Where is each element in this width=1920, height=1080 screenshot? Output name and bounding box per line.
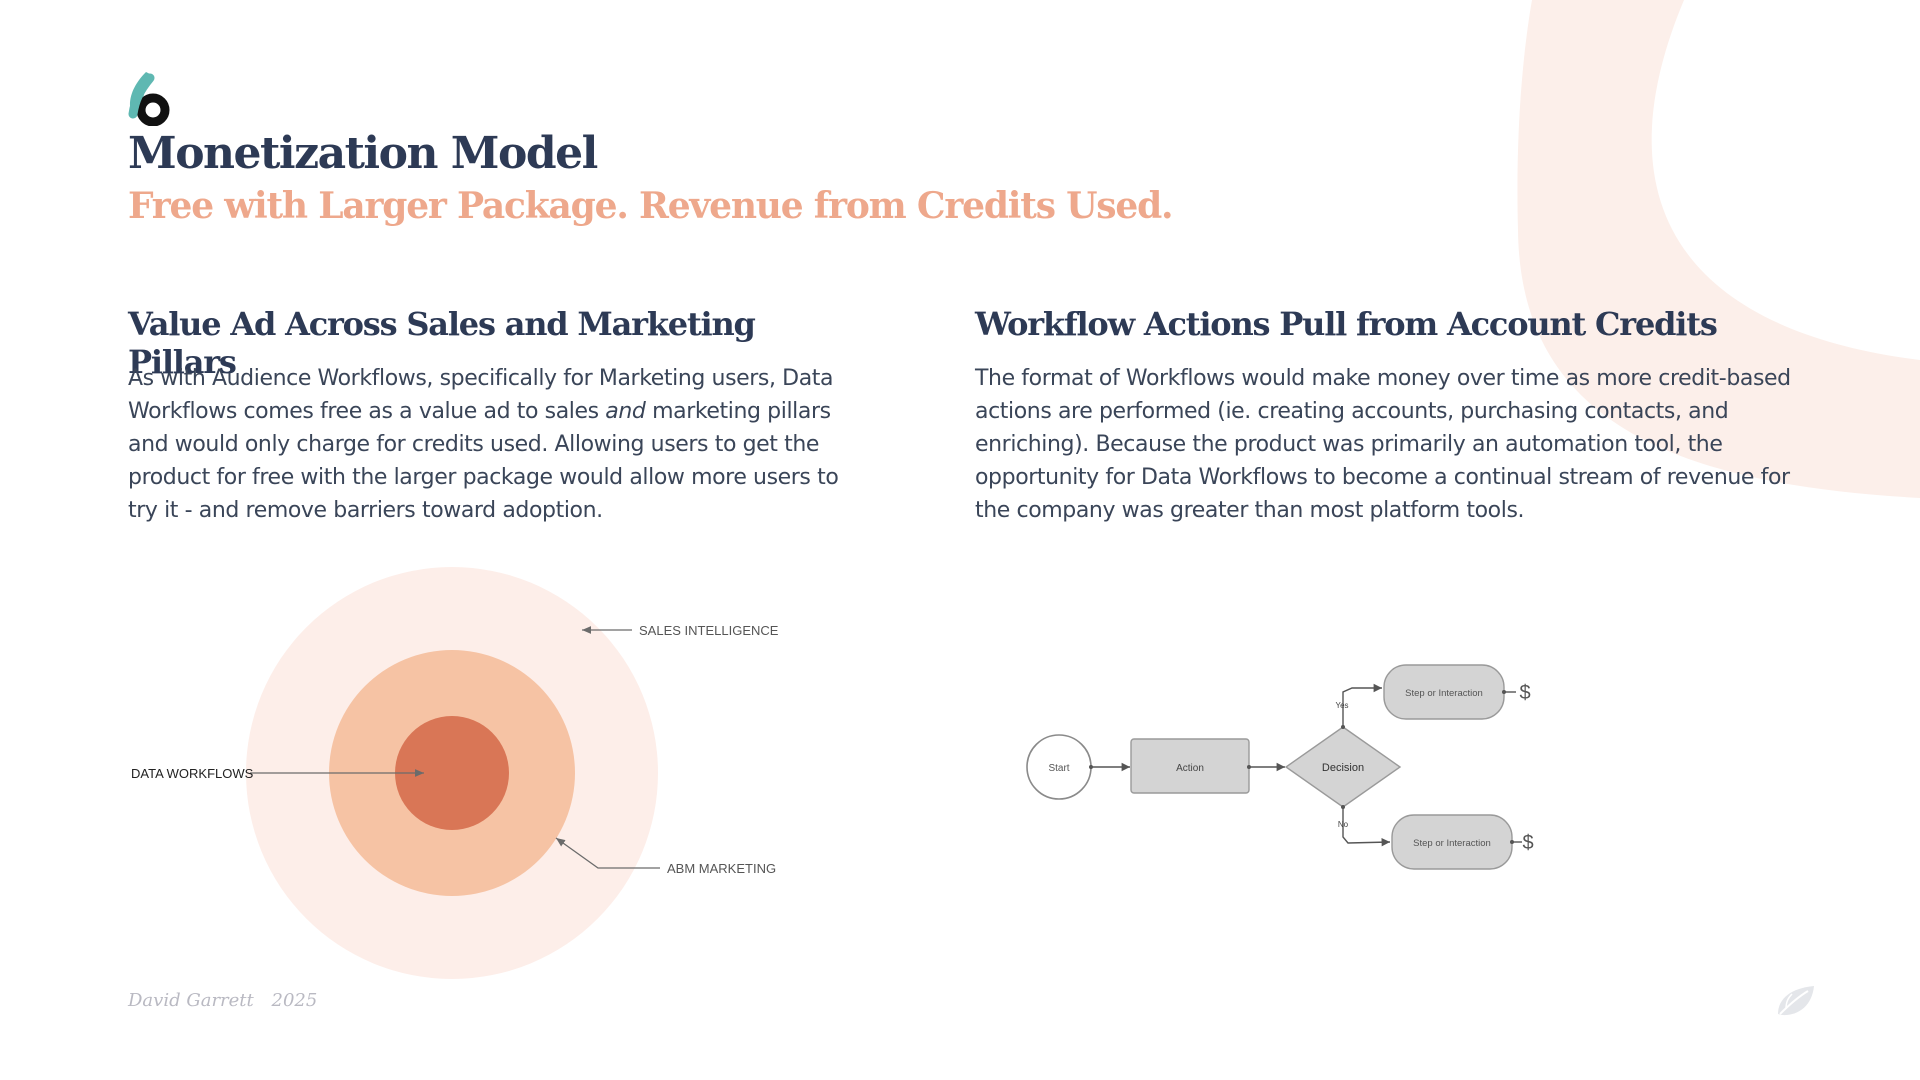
flow-credit-top: $ — [1519, 682, 1530, 704]
flow-connector-dot — [1510, 840, 1514, 844]
left-body-emphasis: and — [605, 399, 646, 424]
footer-year: 2025 — [271, 990, 318, 1011]
flow-connector-dot — [1502, 690, 1506, 694]
flow-start-label: Start — [1048, 763, 1069, 774]
flow-connector-dot — [1341, 805, 1345, 809]
flow-connector-dot — [1247, 765, 1251, 769]
right-body: The format of Workflows would make money… — [975, 366, 1791, 523]
workflow-flowchart: Start Action Decision Yes Step or Intera… — [1026, 664, 1534, 870]
logo-icon — [128, 72, 170, 126]
flow-decision-label: Decision — [1322, 762, 1364, 774]
footer: David Garrett 2025 — [128, 990, 329, 1011]
left-body-text: As with Audience Workflows, specifically… — [128, 366, 834, 424]
left-heading: Value Ad Across Sales and Marketing Pill… — [128, 305, 756, 381]
footer-author: David Garrett — [128, 990, 254, 1011]
flow-edge-no — [1342, 807, 1391, 847]
outer-ring-label: SALES INTELLIGENCE — [639, 623, 779, 638]
flow-connector-dot — [1341, 725, 1345, 729]
slide-title: Monetization Model — [128, 128, 598, 179]
left-body: As with Audience Workflows, specifically… — [128, 362, 848, 527]
flow-no-label: No — [1338, 820, 1349, 829]
middle-pointer-line — [555, 837, 660, 869]
right-heading: Workflow Actions Pull from Account Credi… — [975, 305, 1718, 343]
inner-ring-label: DATA WORKFLOWS — [131, 766, 254, 781]
flow-edge-yes — [1342, 683, 1382, 727]
flow-step-top-label: Step or Interaction — [1405, 688, 1483, 699]
ring-inner — [395, 716, 509, 830]
ring-diagram: SALES INTELLIGENCE DATA WORKFLOWS ABM MA… — [131, 567, 779, 979]
leaf-icon — [1778, 986, 1814, 1016]
flow-credit-bottom: $ — [1522, 832, 1533, 854]
flow-action-label: Action — [1176, 763, 1204, 774]
flow-yes-label: Yes — [1335, 701, 1348, 710]
left-body-text-end: marketing pillars and would only charge … — [128, 399, 839, 523]
flow-connector-dot — [1089, 765, 1093, 769]
middle-ring-label: ABM MARKETING — [667, 861, 776, 876]
slide-subtitle: Free with Larger Package. Revenue from C… — [128, 185, 1174, 227]
flow-step-bottom-label: Step or Interaction — [1413, 838, 1491, 849]
